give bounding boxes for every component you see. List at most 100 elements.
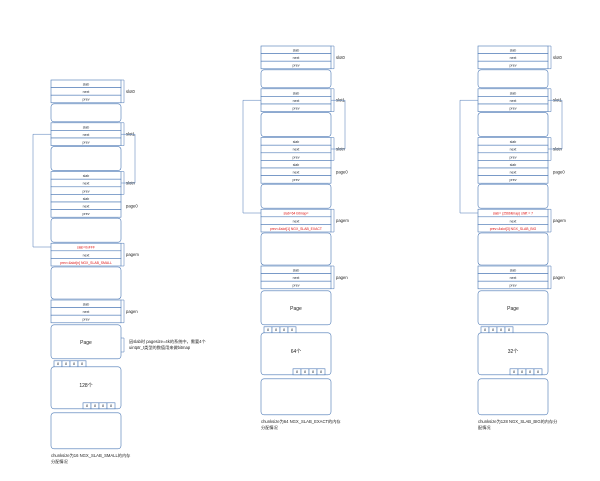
note-brace — [121, 337, 125, 353]
slotn-row-text: next — [83, 204, 90, 208]
pagem-row-text: next — [510, 219, 517, 223]
end-box — [260, 378, 332, 416]
pagem-brace — [548, 208, 552, 233]
slot1-row-text: prev — [510, 106, 517, 110]
count-label: 32个 — [508, 349, 519, 355]
pagem-label: pagem — [336, 218, 349, 223]
slot1-row-text: prev — [293, 106, 300, 110]
pagen-row-text: slab — [510, 268, 517, 272]
link-line — [32, 133, 51, 248]
caption-line1: chunksize为16 NGX_SLAB_SMALL的内存 — [51, 452, 130, 459]
gap-box — [50, 266, 122, 300]
end-box — [477, 378, 549, 416]
tail-cell-text: 8 — [86, 404, 88, 408]
pagem-row-text: slab= (256bitmap) shift = 7 — [493, 212, 533, 216]
slot1-row-text: next — [83, 133, 90, 137]
pagem-label: pagem — [553, 218, 566, 223]
tail-cell-text: 8 — [102, 404, 104, 408]
pagem-brace — [331, 208, 335, 233]
pagem-row-cell — [260, 224, 332, 233]
bitmap-cell-text: 8 — [275, 328, 277, 332]
caption-line1: chunksize为128 NGX_SLAB_BIG的内存分 — [478, 418, 558, 425]
tail-cell-text: 8 — [513, 370, 515, 374]
bitmap-cell-text: 8 — [65, 362, 67, 366]
bitmap-cell-text: 8 — [500, 328, 502, 332]
pagen-brace — [121, 299, 125, 324]
slotn-row-cell — [50, 209, 122, 218]
slot1-row-text: next — [293, 99, 300, 103]
slotn-row-text: slab — [83, 174, 90, 178]
pagen-row-cell — [260, 280, 332, 290]
pagen-row-cell — [477, 280, 549, 290]
caption-line2: 配情况 — [478, 424, 491, 431]
caption-line2: 分配情况 — [261, 424, 279, 431]
gap-box — [477, 112, 549, 137]
pagen-label: pagen — [336, 275, 348, 280]
slot0-label: slot0 — [126, 89, 136, 94]
tail-cell-text: 8 — [537, 370, 539, 374]
slot0-row-text: next — [510, 56, 517, 60]
gap-box — [260, 183, 332, 209]
gap-box — [50, 217, 122, 243]
pagen-row-text: next — [83, 310, 90, 314]
tail-cell-text: 8 — [521, 370, 523, 374]
page-label: Page — [80, 340, 92, 346]
slot0-row-text: slab — [510, 48, 517, 52]
gap-box — [50, 146, 122, 171]
pagem-row-cell — [477, 224, 549, 233]
tail-cell — [316, 368, 326, 376]
pagem-row-text: slab=64 bitmap= — [283, 212, 308, 216]
gap-box — [260, 112, 332, 137]
pagen-row-text: slab — [83, 302, 90, 306]
page-label: Page — [290, 306, 302, 312]
pagen-label: pagen — [553, 275, 565, 280]
link-line — [459, 99, 478, 214]
tail-cell-text: 8 — [296, 370, 298, 374]
slot0-label: slot0 — [553, 55, 563, 60]
slot1-row-text: slab — [83, 125, 90, 129]
pagen-row-cell — [50, 314, 122, 324]
end-box — [50, 412, 122, 450]
caption-line1: chunksize为64 NGX_SLAB_EXACT的内存 — [261, 418, 341, 425]
pagem-row-text: next — [293, 219, 300, 223]
pagen-row-text: next — [510, 276, 517, 280]
page-box — [477, 290, 549, 326]
slot0-row-text: slab — [83, 82, 90, 86]
tail-cell — [533, 368, 543, 376]
note-line2: uintptr_t类型的数值用来做bitmap — [129, 344, 191, 351]
slotn-row-text: next — [510, 170, 517, 174]
slotn-row-text: prev — [83, 189, 90, 193]
slot1-row-text: slab — [510, 91, 517, 95]
pagem-row-text: next — [83, 253, 90, 257]
slot0-row-text: next — [293, 56, 300, 60]
slot0-brace — [548, 45, 552, 70]
tail-cell-text: 8 — [320, 370, 322, 374]
page0-label: page0 — [553, 169, 565, 174]
slotn-row-text: slab — [293, 140, 300, 144]
gap-box — [260, 69, 332, 89]
slot0-row-cell — [50, 94, 122, 104]
gap-box — [50, 103, 122, 123]
slotn-row-cell — [477, 175, 549, 184]
count-label: 64个 — [291, 349, 302, 355]
slot0-row-cell — [477, 60, 549, 70]
pagen-row-text: next — [293, 276, 300, 280]
pagen-brace — [548, 265, 552, 290]
slotn-row-text: prev — [83, 212, 90, 216]
slot0-brace — [121, 79, 125, 104]
slot0-row-text: slab — [293, 48, 300, 52]
slot1-row-text: next — [510, 99, 517, 103]
page0-label: page0 — [126, 203, 138, 208]
bitmap-cell-text: 8 — [492, 328, 494, 332]
slot0-label: slot0 — [336, 55, 346, 60]
tail-cell-text: 8 — [110, 404, 112, 408]
pagen-brace — [331, 265, 335, 290]
slot0-row-text: prev — [83, 98, 90, 102]
pagem-row-text: prev=&slot[3] NGX_SLAB_BIG — [490, 227, 537, 231]
pagem-row-text: prev=&slot[n] NGX_SLAB_SMALL — [60, 261, 112, 265]
slotn-row-text: prev — [293, 178, 300, 182]
bitmap-cell-text: 8 — [73, 362, 75, 366]
bitmap-cell-text: 8 — [291, 328, 293, 332]
gap-box — [477, 183, 549, 209]
